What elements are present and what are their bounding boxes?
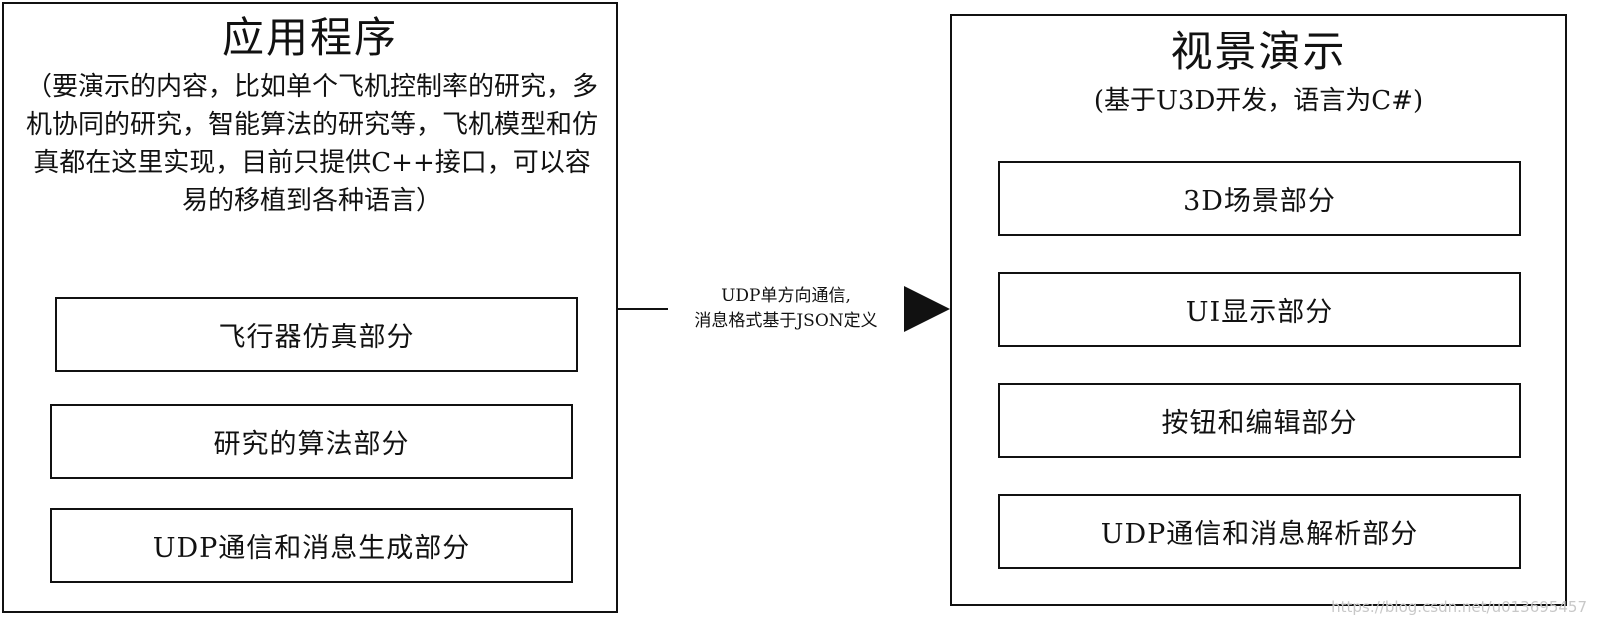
- module-udp-message-generation: UDP通信和消息生成部分: [50, 508, 573, 583]
- module-flight-simulation: 飞行器仿真部分: [55, 297, 578, 372]
- arrowhead-icon: [900, 284, 950, 334]
- module-3d-scene: 3D场景部分: [998, 161, 1521, 236]
- module-udp-message-parsing: UDP通信和消息解析部分: [998, 494, 1521, 569]
- visualization-panel: 视景演示 (基于U3D开发，语言为C#) 3D场景部分 UI显示部分 按钮和编辑…: [950, 14, 1567, 606]
- application-title: 应用程序: [221, 13, 398, 62]
- module-research-algorithm: 研究的算法部分: [50, 404, 573, 479]
- connection-label: UDP单方向通信, 消息格式基于JSON定义: [668, 284, 904, 334]
- connection-label-line2: 消息格式基于JSON定义: [694, 311, 878, 331]
- connection-label-line1: UDP单方向通信,: [721, 286, 851, 306]
- module-ui-display: UI显示部分: [998, 272, 1521, 347]
- application-panel: 应用程序 （要演示的内容，比如单个飞机控制率的研究，多机协同的研究，智能算法的研…: [2, 2, 618, 613]
- visualization-title: 视景演示: [1170, 27, 1347, 76]
- module-buttons-editing: 按钮和编辑部分: [998, 383, 1521, 458]
- watermark: https://blog.csdn.net/u013695457: [1331, 598, 1587, 616]
- application-description: （要演示的内容，比如单个飞机控制率的研究，多机协同的研究，智能算法的研究等，飞机…: [25, 72, 598, 216]
- visualization-description: (基于U3D开发，语言为C#): [1093, 86, 1424, 116]
